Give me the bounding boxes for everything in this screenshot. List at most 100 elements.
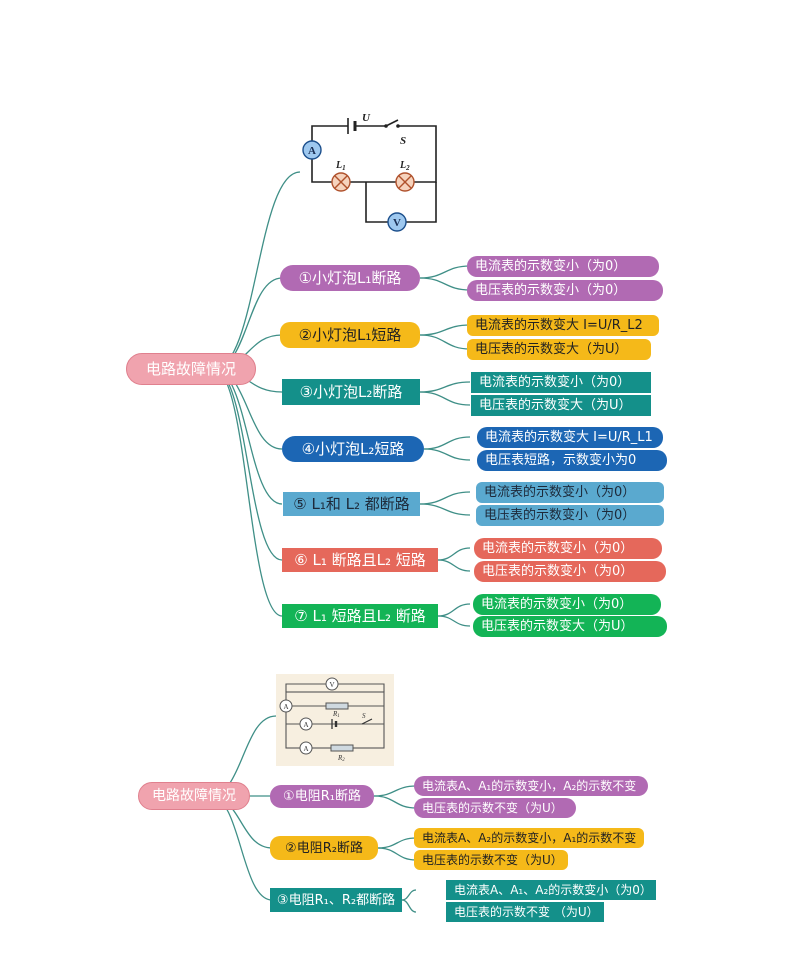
lamp-l2-icon [395, 172, 415, 192]
leaf-label: 电压表的示数不变（为U） [422, 853, 563, 867]
connector-branch-leaf [419, 277, 471, 291]
connector-branch-leaf [373, 785, 417, 797]
ammeter-icon: A [299, 717, 313, 731]
leaf-label: 电流表的示数变小（为0） [481, 597, 633, 612]
connector-root-branch [209, 795, 273, 901]
root-node-1[interactable]: 电路故障情况 [126, 353, 256, 385]
svg-text:V: V [393, 217, 401, 229]
leaf-label: 电压表的示数变大（为U） [481, 619, 634, 634]
leaf-label: 电流表A、A₁、A₂的示数变小（为0） [454, 883, 652, 897]
branch-label: ⑤ L₁和 L₂ 都断路 [293, 494, 410, 513]
leaf-voltmeter[interactable]: 电压表的示数变小（为0） [467, 280, 663, 301]
leaf-voltmeter[interactable]: 电压表的示数变大（为U） [467, 339, 651, 360]
branch-l2-short[interactable]: ④小灯泡L₂短路 [282, 436, 424, 462]
voltmeter-icon: V [387, 212, 407, 232]
root-node-2[interactable]: 电路故障情况 [138, 782, 250, 810]
leaf-voltmeter[interactable]: 电压表的示数不变（为U） [414, 850, 568, 870]
branch-l1-short[interactable]: ②小灯泡L₁短路 [280, 322, 420, 348]
leaf-label: 电压表的示数变大（为U） [475, 342, 628, 357]
leaf-voltmeter[interactable]: 电压表短路，示数变小为0 [477, 450, 667, 471]
connector-branch-leaf [437, 559, 471, 572]
connector-branch-leaf [419, 391, 471, 406]
circuit-diagram-1: A V U S L1 L2 [302, 112, 437, 232]
switch-label: S [362, 712, 366, 720]
ammeter-icon: A [299, 741, 313, 755]
root-label: 电路故障情况 [145, 359, 236, 378]
svg-text:A: A [308, 145, 316, 157]
leaf-label: 电流表的示数变小（为0） [475, 259, 627, 274]
branch-l1-short-l2-open[interactable]: ⑦ L₁ 短路且L₂ 断路 [282, 604, 438, 628]
r1-label: R1 [332, 710, 340, 719]
r2-label: R2 [337, 754, 345, 763]
leaf-ammeter[interactable]: 电流表的示数变大 I=U/R_L2 [467, 315, 659, 336]
branch-l1-open[interactable]: ①小灯泡L₁断路 [280, 265, 420, 291]
leaf-voltmeter[interactable]: 电压表的示数变大（为U） [473, 616, 667, 637]
leaf-ammeter[interactable]: 电流表A、A₁的示数变小，A₂的示数不变 [414, 776, 648, 796]
lamp-l1-label: L1 [335, 160, 346, 172]
ammeter-icon: A [279, 699, 293, 713]
connector-branch-leaf [377, 837, 417, 849]
branch-both-open[interactable]: ⑤ L₁和 L₂ 都断路 [283, 492, 420, 516]
leaf-label: 电流表的示数变大 I=U/R_L2 [475, 318, 643, 333]
leaf-label: 电压表的示数变小（为0） [484, 508, 636, 523]
connector-branch-leaf [437, 547, 471, 561]
branch-label: ①电阻R₁断路 [283, 789, 361, 804]
branch-r1-open[interactable]: ①电阻R₁断路 [270, 785, 374, 808]
connector-branch-leaf [423, 448, 471, 461]
connector-branch-leaf [419, 265, 471, 279]
svg-text:A: A [283, 703, 288, 711]
connector-root-branch [213, 368, 283, 617]
branch-l2-open[interactable]: ③小灯泡L₂断路 [282, 379, 420, 405]
source-label: U [362, 112, 371, 124]
leaf-label: 电压表短路，示数变小为0 [485, 453, 637, 468]
switch-label: S [400, 135, 406, 147]
branch-label: ④小灯泡L₂短路 [301, 439, 405, 458]
leaf-ammeter[interactable]: 电流表的示数变小（为0） [473, 594, 661, 615]
leaf-voltmeter[interactable]: 电压表的示数变大（为U） [471, 395, 651, 416]
leaf-label: 电流表A、A₁的示数变小，A₂的示数不变 [422, 779, 637, 793]
connector-branch-leaf [419, 491, 471, 505]
leaf-label: 电压表的示数不变 （为U） [454, 905, 599, 919]
connector-branch-leaf [373, 795, 417, 809]
branch-label: ⑦ L₁ 短路且L₂ 断路 [294, 606, 426, 625]
leaf-label: 电流表的示数变小（为0） [484, 485, 636, 500]
svg-text:A: A [303, 745, 308, 753]
connector-branch-leaf [377, 847, 417, 861]
branch-label: ①小灯泡L₁断路 [298, 268, 402, 287]
connector-branch-leaf [401, 899, 417, 913]
ammeter-icon: A [302, 140, 322, 160]
circuit-diagram-2: V A A A R1 R2 S [276, 674, 394, 766]
voltmeter-icon: V [325, 677, 339, 691]
connector-branch-leaf [419, 334, 471, 350]
leaf-voltmeter[interactable]: 电压表的示数变小（为0） [476, 505, 664, 526]
leaf-voltmeter[interactable]: 电压表的示数不变 （为U） [446, 902, 604, 922]
connector-branch-leaf [401, 889, 417, 901]
branch-r2-open[interactable]: ②电阻R₂断路 [270, 836, 378, 860]
leaf-ammeter[interactable]: 电流表的示数变小（为0） [471, 372, 651, 393]
branch-l1-open-l2-short[interactable]: ⑥ L₁ 断路且L₂ 短路 [282, 548, 438, 572]
branch-label: ②小灯泡L₁短路 [298, 325, 402, 344]
connector-branch-leaf [437, 615, 471, 627]
root-label: 电路故障情况 [152, 788, 236, 804]
svg-text:A: A [303, 721, 308, 729]
leaf-ammeter[interactable]: 电流表的示数变大 I=U/R_L1 [477, 427, 663, 448]
leaf-label: 电流表的示数变小（为0） [482, 541, 634, 556]
leaf-voltmeter[interactable]: 电压表的示数变小（为0） [474, 561, 666, 582]
leaf-label: 电流表A、A₂的示数变小，A₁的示数不变 [422, 831, 637, 845]
connector-branch-leaf [423, 436, 471, 450]
leaf-ammeter[interactable]: 电流表的示数变小（为0） [474, 538, 662, 559]
lamp-l1-icon [331, 172, 351, 192]
branch-label: ③电阻R₁、R₂都断路 [276, 892, 396, 908]
leaf-ammeter[interactable]: 电流表A、A₂的示数变小，A₁的示数不变 [414, 828, 644, 848]
connector-branch-leaf [419, 503, 471, 516]
svg-text:V: V [329, 681, 334, 689]
leaf-ammeter[interactable]: 电流表的示数变小（为0） [467, 256, 659, 277]
leaf-label: 电压表的示数变小（为0） [475, 283, 627, 298]
leaf-ammeter[interactable]: 电流表的示数变小（为0） [476, 482, 664, 503]
leaf-voltmeter[interactable]: 电压表的示数不变（为U） [414, 798, 576, 818]
leaf-ammeter[interactable]: 电流表A、A₁、A₂的示数变小（为0） [446, 880, 656, 900]
branch-both-open[interactable]: ③电阻R₁、R₂都断路 [270, 888, 402, 912]
branch-label: ②电阻R₂断路 [285, 840, 363, 856]
branch-label: ⑥ L₁ 断路且L₂ 短路 [294, 550, 426, 569]
